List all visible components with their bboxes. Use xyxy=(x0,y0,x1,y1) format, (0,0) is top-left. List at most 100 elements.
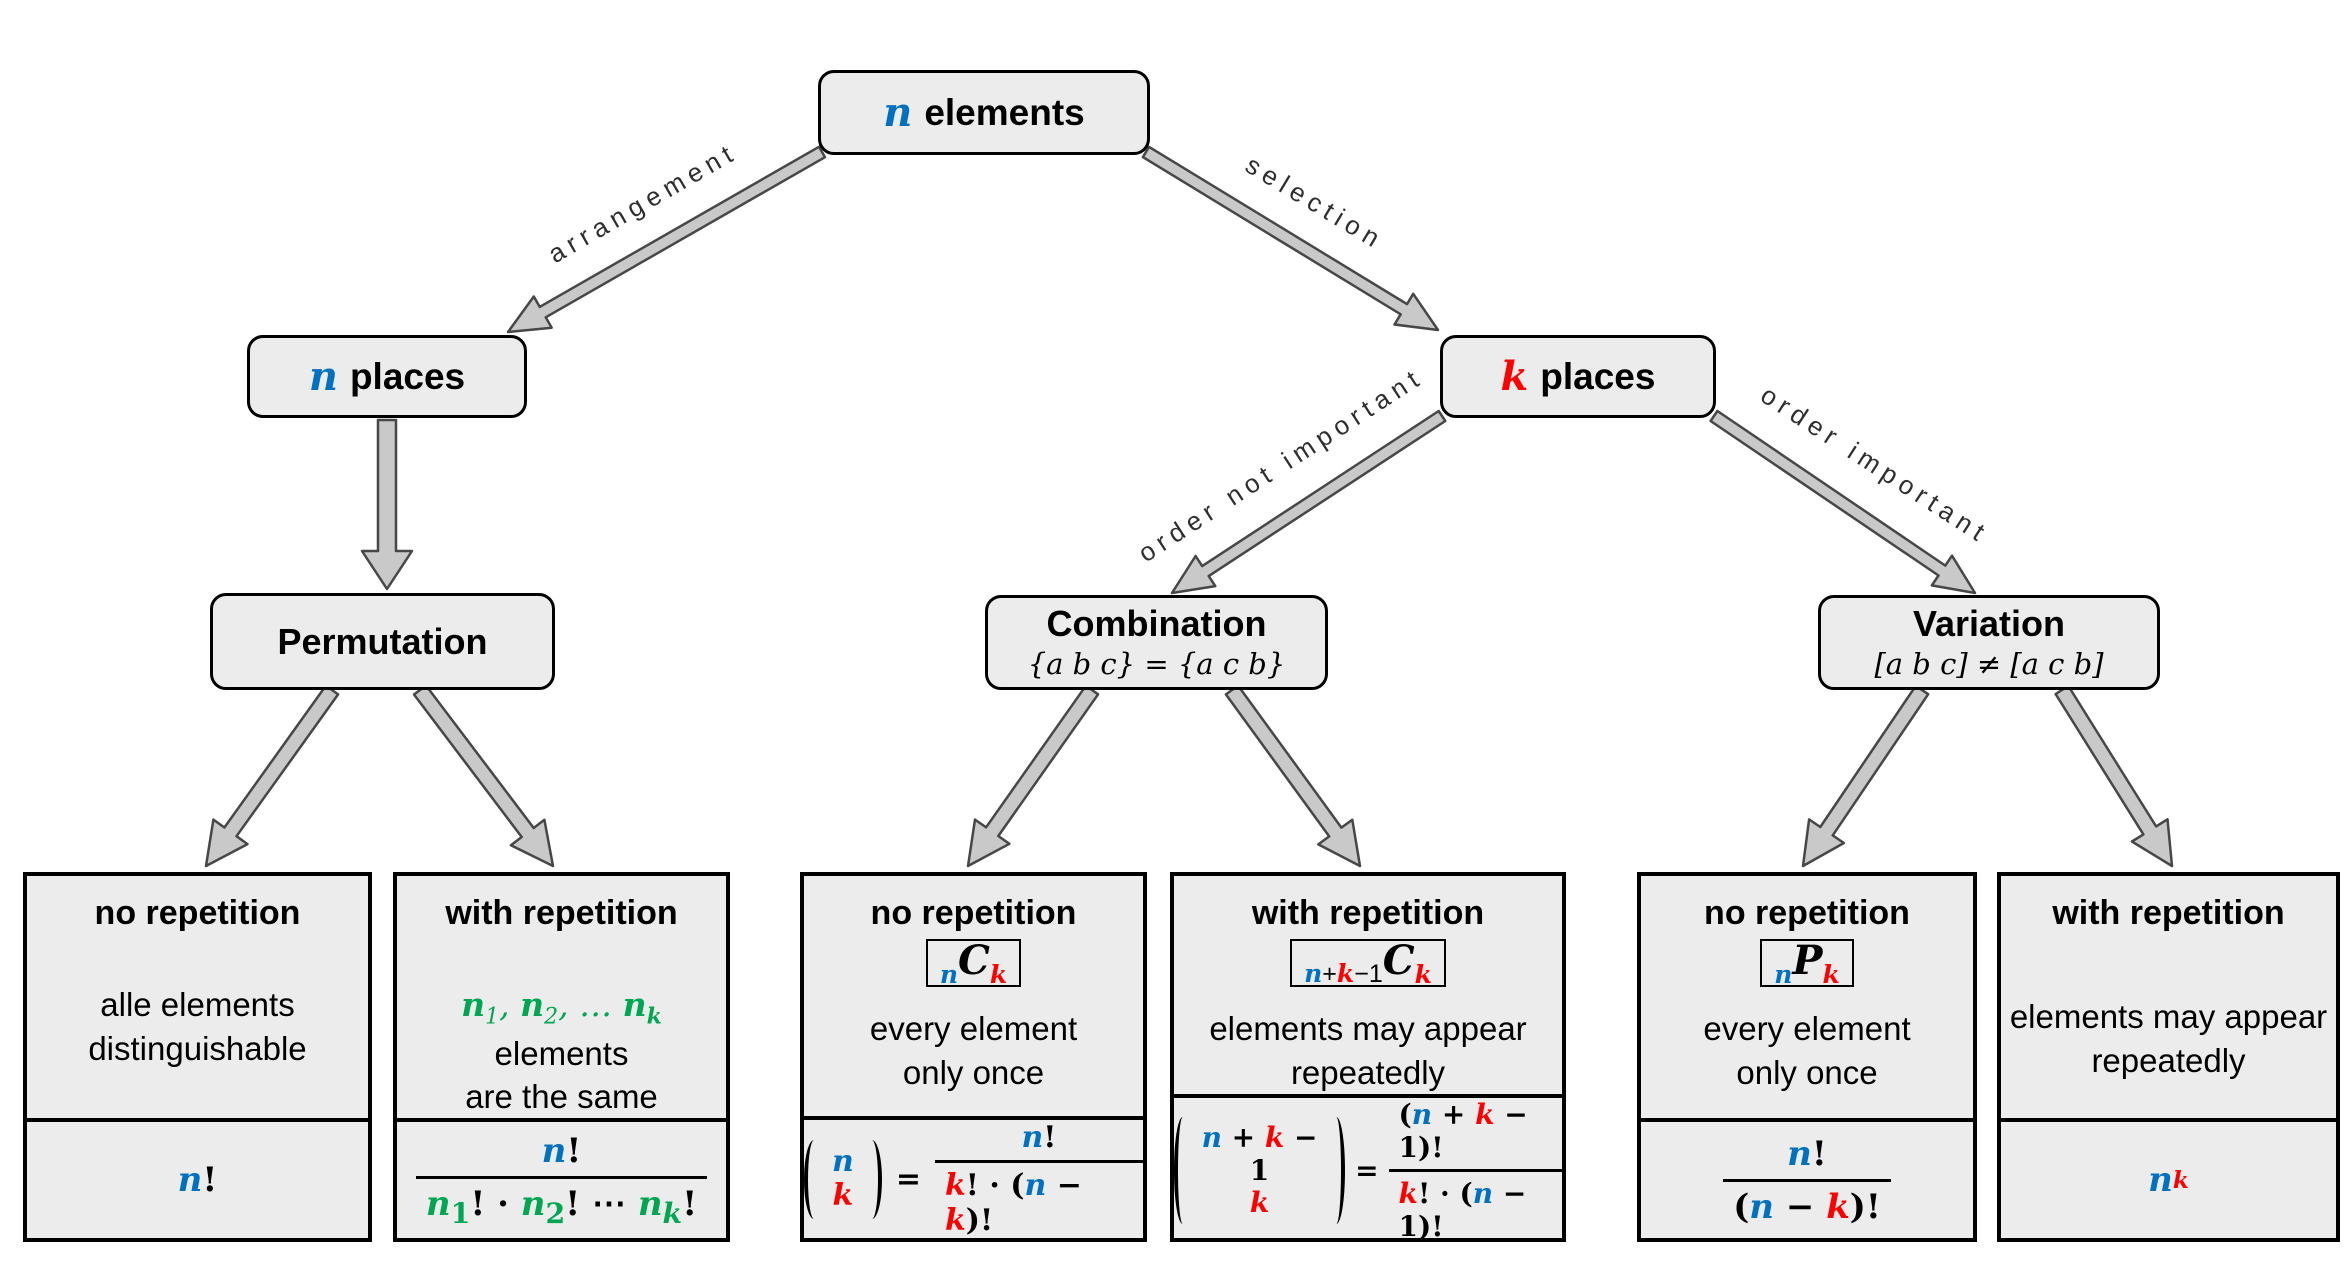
leaf-description: alle elements distinguishable xyxy=(88,983,306,1070)
root-node-n-elements: n elements xyxy=(818,70,1150,155)
math-token: 1 xyxy=(485,1004,500,1030)
math-token: n xyxy=(1024,1168,1047,1203)
flow-arrow xyxy=(412,684,555,868)
leaf-title: no repetition xyxy=(94,894,301,932)
desc-line-1: every element xyxy=(869,1010,1078,1047)
leaf-header: no repetition alle elements distinguisha… xyxy=(27,876,368,1122)
math-token: k xyxy=(662,1195,683,1230)
math-token: n xyxy=(939,960,958,989)
leaf-formula-section: n! n1! · n2! ⋯ nk! xyxy=(397,1122,726,1238)
node-label: elements xyxy=(924,91,1085,133)
math-token: −1 xyxy=(1354,960,1383,988)
desc-line-2: are the same xyxy=(465,1078,658,1116)
math-token: 2 xyxy=(544,1004,559,1030)
math-token: ! · ( xyxy=(1417,1177,1473,1211)
leaf-title: with repetition xyxy=(445,894,678,932)
math-token: − xyxy=(1493,1177,1527,1211)
math-token: − xyxy=(1774,1186,1827,1227)
math-token: n xyxy=(1201,1121,1222,1155)
leaf-formula-section: n! xyxy=(27,1122,368,1238)
math-token: ! ⋯ xyxy=(565,1183,638,1224)
math-token: ! xyxy=(1811,1133,1827,1174)
desc-line-1: every element xyxy=(1703,1010,1911,1047)
leaf-title: no repetition xyxy=(1704,894,1910,932)
node-title: Permutation xyxy=(277,620,488,662)
math-token: k xyxy=(944,1168,966,1203)
math-token: k xyxy=(1826,1186,1850,1227)
leaf-title: no repetition xyxy=(870,894,1077,932)
math-token: + xyxy=(1221,1121,1265,1155)
desc-line-1: elements may appear xyxy=(2009,998,2328,1035)
node-label: places xyxy=(1540,355,1656,397)
right-paren xyxy=(1329,1117,1346,1224)
set-notation: {a b c} = {a c b} xyxy=(1027,646,1286,681)
math-token: n xyxy=(461,985,486,1024)
math-token: k xyxy=(1475,1098,1495,1132)
desc-text: elements xyxy=(494,1034,629,1072)
leaf-permutation-no-repetition: no repetition alle elements distinguisha… xyxy=(23,872,372,1242)
math-token: − xyxy=(1046,1168,1082,1203)
desc-line-2: only once xyxy=(902,1053,1045,1091)
math-token: n xyxy=(1304,959,1323,988)
math-token: k xyxy=(989,960,1008,989)
left-paren xyxy=(804,1139,823,1219)
math-token: )! xyxy=(965,1203,994,1238)
math-token: n xyxy=(832,1143,854,1179)
node-permutation: Permutation xyxy=(210,593,555,690)
node-k-places: k places xyxy=(1440,335,1716,418)
math-token: ! xyxy=(1043,1120,1057,1155)
math-token: k xyxy=(646,1003,662,1030)
math-token: n xyxy=(637,1183,663,1224)
math-token: k xyxy=(1249,1185,1270,1219)
node-variation: Variation [a b c] ≠ [a c b] xyxy=(1818,595,2160,690)
math-token: ! xyxy=(566,1130,582,1171)
math-variable-k: k xyxy=(1500,353,1529,400)
math-token: C xyxy=(958,937,990,984)
math-token: n xyxy=(1411,1098,1433,1132)
right-paren xyxy=(863,1139,882,1219)
desc-line-2: only once xyxy=(1736,1053,1878,1091)
math-token: 1 xyxy=(1249,1153,1270,1187)
math-token: n xyxy=(2148,1160,2173,1200)
math-token: − xyxy=(1494,1098,1528,1132)
flow-arrow xyxy=(2054,684,2174,868)
math-token: k xyxy=(832,1178,854,1213)
desc-line-2: distinguishable xyxy=(88,1029,307,1067)
math-sequence: n1, n2, … nk xyxy=(461,985,662,1030)
flow-arrow xyxy=(360,418,414,591)
math-token: k xyxy=(1398,1177,1418,1211)
flow-arrow xyxy=(204,684,340,868)
desc-line-2: repeatedly xyxy=(1290,1053,1446,1091)
flow-arrow xyxy=(1801,684,1930,868)
math-token: 1 xyxy=(1398,1210,1419,1244)
math-token: n xyxy=(622,985,647,1024)
math-token: ( xyxy=(1398,1098,1412,1132)
formula-k-permutation: n! (n − k)! xyxy=(1723,1134,1891,1227)
math-token: ! · xyxy=(470,1183,521,1224)
math-token: 1 xyxy=(450,1195,471,1230)
math-token: )! xyxy=(1418,1210,1444,1244)
leaf-description: n1, n2, … nk elements are the same xyxy=(397,983,726,1119)
math-token: n xyxy=(177,1160,203,1200)
math-token: = xyxy=(895,1161,921,1197)
math-token: n xyxy=(1749,1186,1775,1227)
math-token: k xyxy=(1822,960,1840,989)
math-token: 1 xyxy=(1398,1131,1419,1165)
math-token: n xyxy=(541,1130,567,1171)
math-token: )! xyxy=(1849,1186,1881,1227)
node-label: places xyxy=(349,355,466,397)
node-combination: Combination {a b c} = {a c b} xyxy=(985,595,1328,690)
leaf-description: every element only once xyxy=(870,1007,1077,1094)
node-title: Variation xyxy=(1912,603,2066,645)
